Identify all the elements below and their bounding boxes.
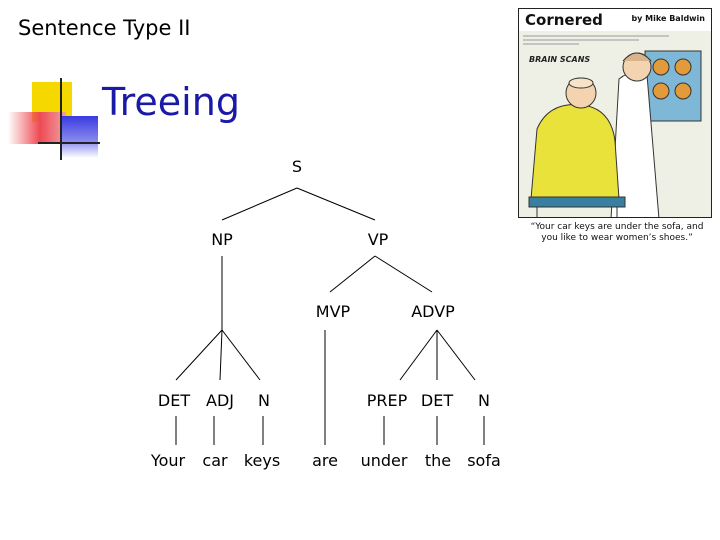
cartoon-label: BRAIN SCANS <box>529 55 590 64</box>
branch-vp-mvp <box>330 256 375 292</box>
word-your: Your <box>151 451 185 470</box>
branch-advp-n <box>437 330 475 380</box>
cartoon: Cornered by Mike Baldwin BRAIN SCANS “Yo… <box>518 8 712 248</box>
branch-np-to-adj <box>220 330 222 380</box>
branch-advp-prep <box>400 330 437 380</box>
cartoon-illustration <box>519 9 712 218</box>
branch-np-to-det <box>176 330 222 380</box>
node-s: S <box>292 157 302 176</box>
node-n-2: N <box>478 391 490 410</box>
cartoon-title: Cornered <box>525 11 603 29</box>
word-the: the <box>425 451 451 470</box>
node-adj: ADJ <box>206 391 234 410</box>
branch-s-np <box>222 188 297 220</box>
cartoon-author: by Mike Baldwin <box>631 14 705 23</box>
word-sofa: sofa <box>467 451 501 470</box>
node-np: NP <box>211 230 233 249</box>
node-mvp: MVP <box>316 302 350 321</box>
node-det-2: DET <box>421 391 453 410</box>
cartoon-caption: “Your car keys are under the sofa, and y… <box>522 222 712 244</box>
node-prep: PREP <box>367 391 408 410</box>
branch-vp-advp <box>375 256 432 292</box>
node-advp: ADVP <box>411 302 455 321</box>
cartoon-frame: Cornered by Mike Baldwin BRAIN SCANS <box>518 8 712 218</box>
branch-np-to-n <box>222 330 260 380</box>
word-keys: keys <box>244 451 280 470</box>
word-car: car <box>202 451 227 470</box>
word-are: are <box>312 451 338 470</box>
node-n: N <box>258 391 270 410</box>
branch-s-vp <box>297 188 375 220</box>
node-det: DET <box>158 391 190 410</box>
node-vp: VP <box>368 230 389 249</box>
word-under: under <box>361 451 408 470</box>
